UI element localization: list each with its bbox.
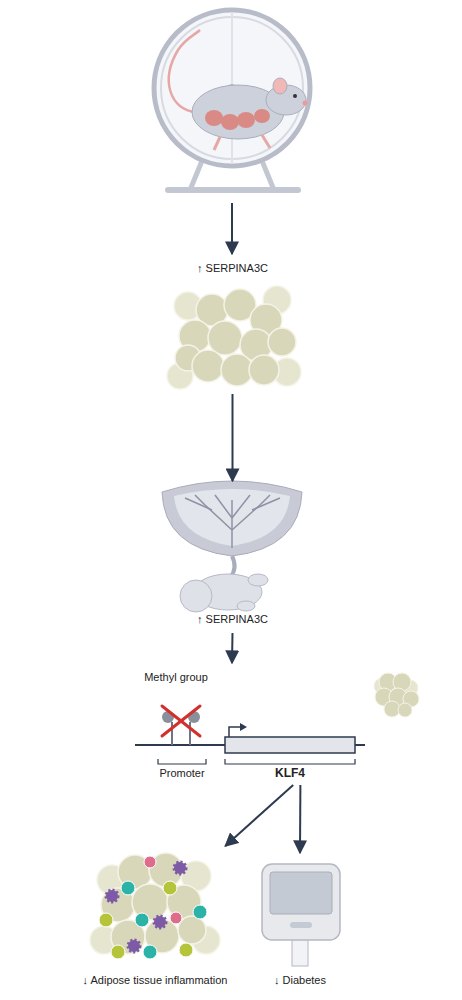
adipose-cluster-part xyxy=(249,355,279,385)
mouse-part xyxy=(262,135,270,148)
mouse xyxy=(169,30,308,150)
methyl-group-part xyxy=(189,722,191,745)
adipose-cluster-part xyxy=(221,354,253,386)
mouse-part xyxy=(205,110,223,126)
glucose-meter-part xyxy=(262,864,340,940)
fetus-part xyxy=(180,580,212,612)
placenta-part-part xyxy=(231,500,233,548)
immune-cells-part xyxy=(193,905,207,919)
flow-arrow xyxy=(232,203,233,254)
node-label: ↑ SERPINA3C xyxy=(160,613,305,626)
immune-cells-part xyxy=(144,856,156,868)
node-label: ↑ SERPINA3C xyxy=(170,262,295,275)
node-label: Methyl group xyxy=(130,671,222,684)
placenta-part-part xyxy=(195,495,232,530)
running-wheel-part xyxy=(154,10,310,166)
immune-cells-part xyxy=(121,881,135,895)
flow-arrow xyxy=(225,785,293,846)
fetus xyxy=(180,574,268,612)
placenta-node: ↑ SERPINA3C xyxy=(160,483,305,633)
fetus-part xyxy=(248,574,268,586)
immune-cells-part xyxy=(179,943,193,957)
immune-cells-part xyxy=(163,881,177,895)
flow-arrow xyxy=(299,785,301,853)
fetus-part xyxy=(237,601,255,611)
immune-cells-part xyxy=(99,913,113,927)
placenta-part xyxy=(162,481,302,556)
flow-arrow xyxy=(231,633,234,663)
running-wheel-part xyxy=(168,187,298,193)
node-label: ↓ Diabetes xyxy=(245,974,355,987)
mouse-part xyxy=(237,112,255,128)
immune-cells-part xyxy=(143,945,157,959)
adipose-cluster xyxy=(167,286,301,389)
methyl-group-part xyxy=(162,706,200,736)
immune-cells-part xyxy=(170,912,182,924)
glucose-meter-part xyxy=(290,922,312,928)
inflamed-adipose-part xyxy=(178,916,206,944)
small-adipose-cluster-part xyxy=(398,703,412,717)
glucose-meter-part xyxy=(270,872,332,914)
gene-locus-part xyxy=(225,759,355,764)
placenta-part xyxy=(185,495,280,548)
inflamed-adipose xyxy=(90,853,220,954)
gene-locus-part xyxy=(225,737,355,753)
node-label: KLF4 xyxy=(225,766,355,780)
running-wheel xyxy=(154,10,310,190)
immune-cells-part xyxy=(111,945,125,959)
placenta-part-part xyxy=(185,498,212,510)
outcome-node: ↓ Adipose tissue inflammation xyxy=(60,848,250,995)
gene-locus-part xyxy=(240,723,247,731)
mouse-part xyxy=(221,114,239,130)
placenta xyxy=(162,481,302,578)
node-label: ↓ Adipose tissue inflammation xyxy=(60,974,250,987)
flow-arrow-part xyxy=(231,203,233,254)
gene-locus-part xyxy=(158,759,206,764)
outcome-node: ↓ Diabetes xyxy=(245,855,355,995)
small-adipose-cluster xyxy=(374,673,419,717)
immune-cells-part xyxy=(106,890,118,902)
glucose-meter xyxy=(262,864,340,966)
mouse-part xyxy=(303,101,308,106)
mouse-part xyxy=(254,109,270,123)
mouse-part xyxy=(273,78,287,94)
flow-arrow xyxy=(232,394,234,481)
adipose-cluster-part xyxy=(268,328,296,356)
gene-node: Methyl groupPromoter KLF4 xyxy=(130,665,370,785)
mouse-part xyxy=(293,94,297,98)
immune-cells-part xyxy=(154,916,166,928)
placenta-part-part xyxy=(252,498,280,510)
placenta-part-part xyxy=(232,495,270,530)
immune-cells-part xyxy=(174,862,186,874)
immune-cells-part xyxy=(128,940,140,952)
immune-cells-part xyxy=(135,913,149,927)
adipose-cluster-part xyxy=(208,321,242,355)
methyl-group-part xyxy=(171,722,173,745)
mouse-part xyxy=(214,137,220,150)
adipose-node: ↑ SERPINA3C xyxy=(170,258,295,394)
methyl-group xyxy=(162,706,200,745)
placenta-part-part xyxy=(215,495,232,518)
adipose-cluster-part xyxy=(192,350,224,382)
node-label: Promoter xyxy=(150,767,214,780)
immune-cells xyxy=(99,856,207,959)
mouse-part xyxy=(169,30,200,112)
methyl-group-part xyxy=(162,706,200,736)
placenta-part-part xyxy=(232,495,250,518)
